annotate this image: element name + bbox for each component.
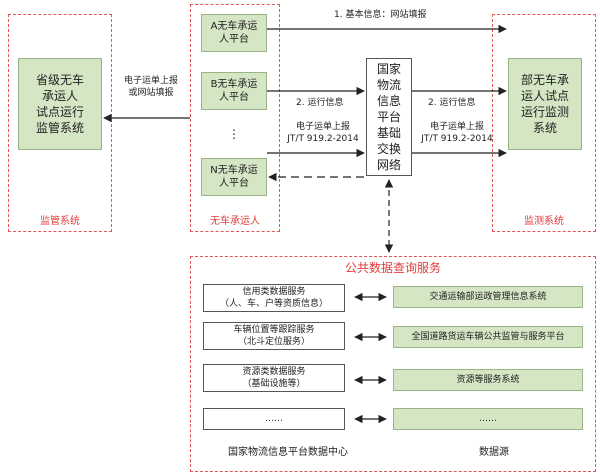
public-service-group	[190, 256, 596, 472]
source-resource-box: 资源等服务系统	[393, 369, 583, 391]
service-resource-box: 资源类数据服务 （基础设施等）	[203, 364, 345, 392]
run-info-right-label: 2. 运行信息	[428, 98, 476, 108]
data-source-footer: 数据源	[479, 446, 509, 458]
source-yunzheng-box: 交通运输部运政管理信息系统	[393, 286, 583, 308]
exchange-network-box: 国家 物流 信息 平台 基础 交换 网络	[366, 58, 412, 176]
carrier-group	[190, 4, 280, 232]
supervision-system-box: 省级无车 承运人 试点运行 监管系统	[18, 58, 102, 150]
source-freight-platform-box: 全国道路货运车辆公共监管与服务平台	[393, 326, 583, 348]
supervision-group	[8, 14, 112, 232]
waybill-right-label: 电子运单上报 JT/T 919.2-2014	[421, 122, 493, 144]
carrier-a-box: A无车承运 人平台	[201, 14, 267, 52]
data-center-footer: 国家物流信息平台数据中心	[228, 446, 348, 458]
monitoring-system-box: 部无车承 运人试点 运行监测 系统	[508, 58, 582, 150]
monitoring-group	[492, 14, 596, 232]
carrier-ellipsis: ⋮	[228, 127, 240, 141]
source-more-box: ……	[393, 408, 583, 430]
carrier-n-box: N无车承运 人平台	[201, 158, 267, 196]
carrier-footer: 无车承运人	[210, 215, 260, 227]
service-credit-box: 信用类数据服务 （人、车、户等资质信息）	[203, 284, 345, 312]
service-tracking-box: 车辆位置等跟踪服务 （北斗定位服务）	[203, 322, 345, 350]
service-more-box: ……	[203, 408, 345, 430]
carrier-b-box: B无车承运 人平台	[201, 72, 267, 110]
run-info-left-label: 2. 运行信息	[296, 98, 344, 108]
supervision-footer: 监管系统	[40, 215, 80, 227]
left-report-label: 电子运单上报 或网站填报	[123, 76, 178, 98]
basic-info-label: 1. 基本信息：网站填报	[334, 10, 427, 20]
public-service-title: 公共数据查询服务	[344, 261, 441, 275]
monitoring-footer: 监测系统	[524, 215, 564, 227]
waybill-left-label: 电子运单上报 JT/T 919.2-2014	[287, 122, 359, 144]
